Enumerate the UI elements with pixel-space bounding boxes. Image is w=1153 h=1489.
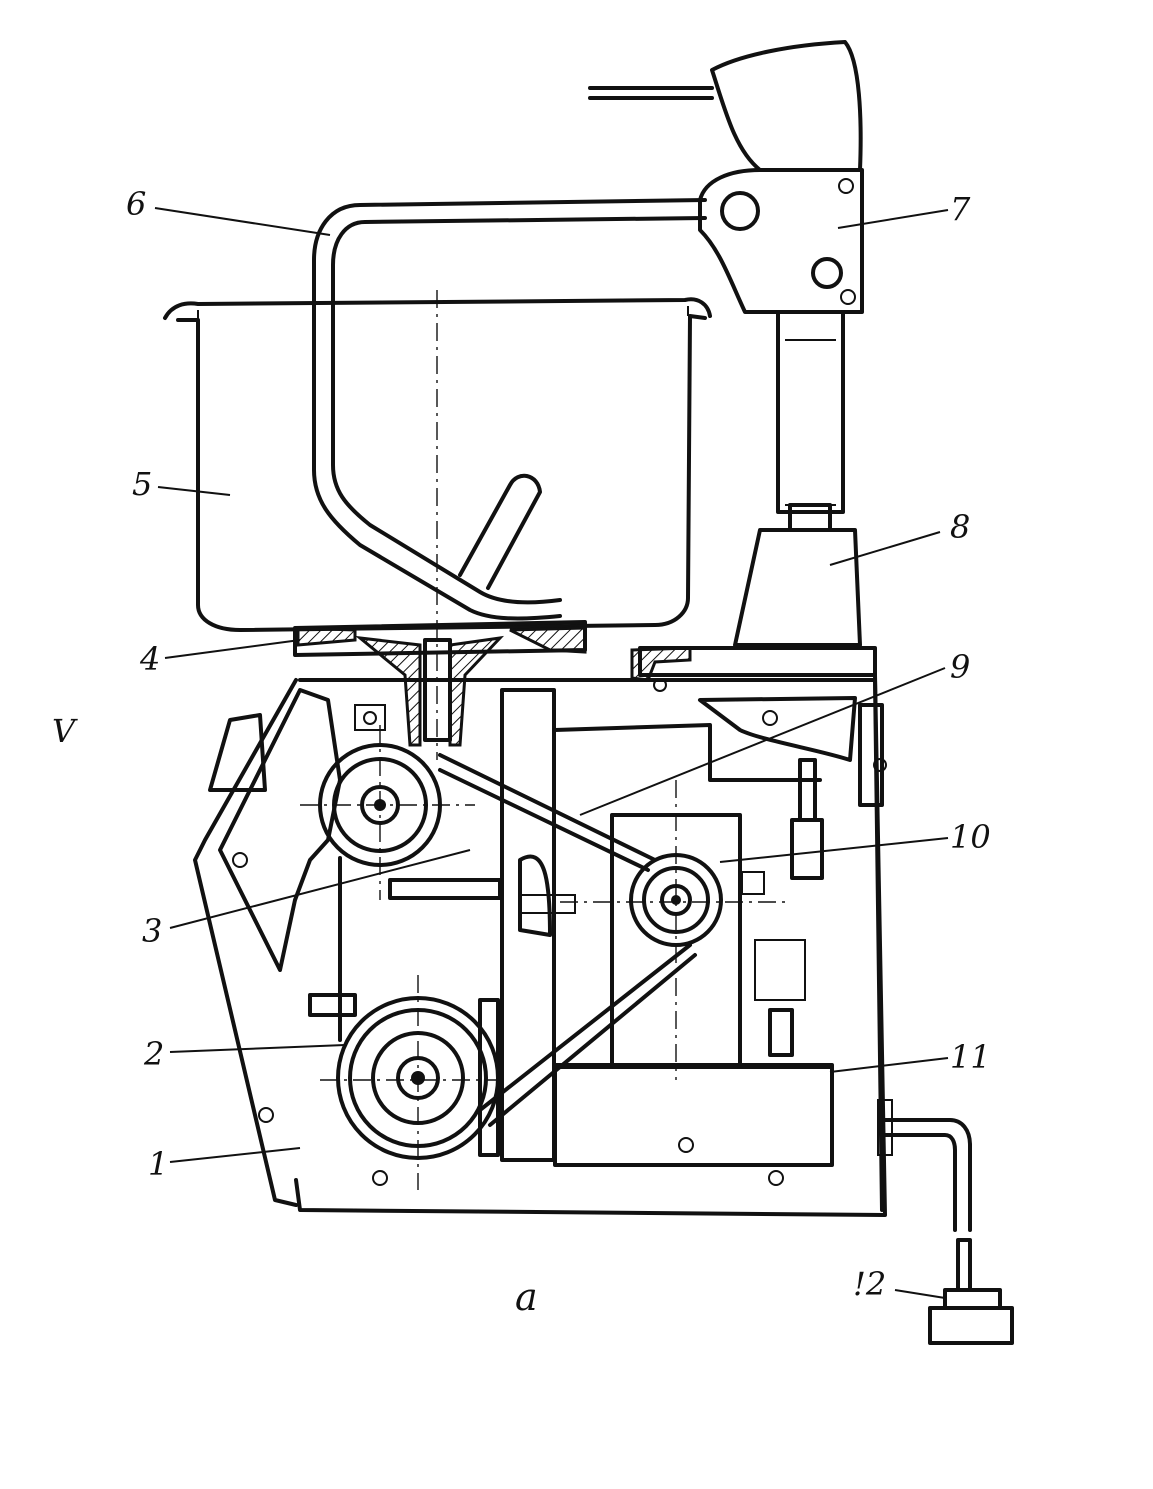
belts	[338, 753, 697, 1127]
column-base	[733, 528, 862, 647]
motor-pulley	[308, 975, 500, 1190]
label-12: !2	[853, 1265, 886, 1303]
label-11: 11	[950, 1038, 991, 1076]
label-4: 4	[139, 640, 160, 678]
column	[733, 310, 862, 647]
label-2: 2	[143, 1035, 164, 1073]
bolt-icon	[811, 257, 843, 289]
lid-arm	[312, 198, 707, 621]
power-cord	[877, 1099, 1014, 1345]
label-8: 8	[950, 508, 970, 546]
label-10: 10	[950, 818, 991, 856]
switch-assembly	[560, 758, 830, 1069]
label-5: 5	[132, 465, 152, 503]
drive-head	[698, 40, 864, 314]
label-9: 9	[950, 648, 970, 686]
upper-pulley	[300, 725, 502, 900]
margin-mark: V	[52, 712, 78, 750]
turntable-hub	[293, 620, 587, 747]
upper-cable	[588, 86, 714, 100]
bowl	[163, 290, 712, 760]
label-6: 6	[126, 185, 146, 223]
label-3: 3	[142, 912, 162, 950]
leaders	[154, 207, 949, 1299]
plug-icon	[943, 1288, 1002, 1310]
label-1: 1	[148, 1145, 168, 1183]
middle-pulley	[518, 780, 806, 1080]
housing	[193, 646, 887, 1217]
figure-caption: a	[515, 1275, 538, 1319]
pivot-bolt-icon	[720, 191, 760, 231]
label-7: 7	[950, 190, 971, 228]
